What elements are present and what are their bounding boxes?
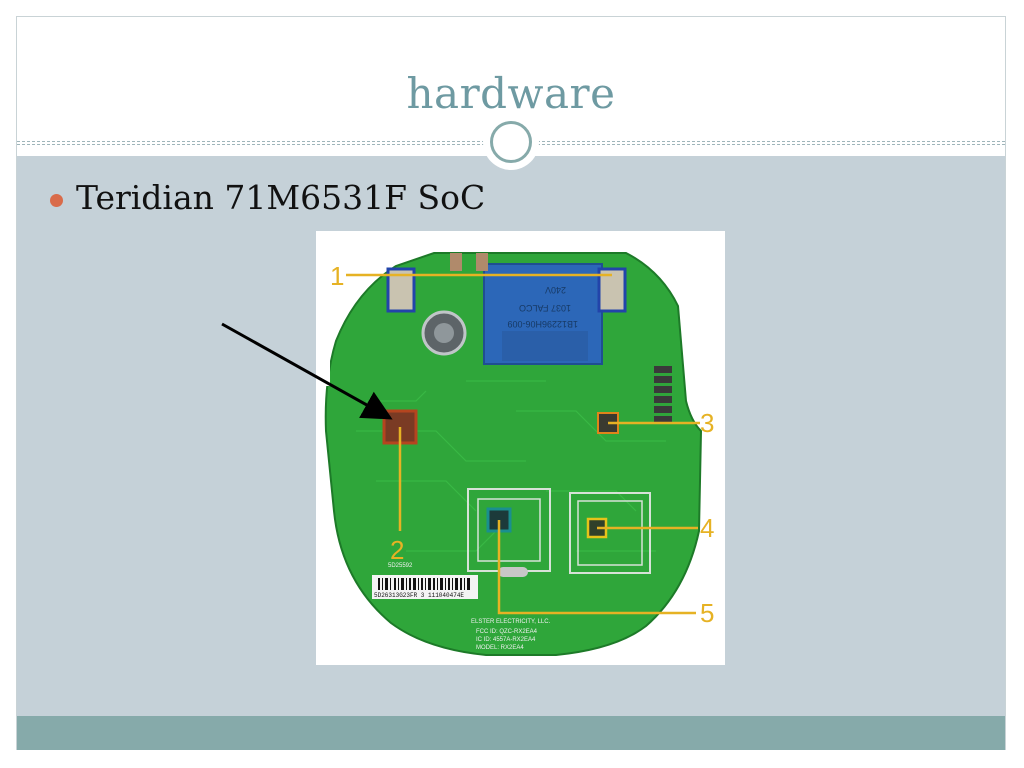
ornament-ring <box>490 121 532 163</box>
callout-4: 4 <box>700 513 714 543</box>
title-circle-ornament <box>483 114 539 170</box>
component-top-2 <box>476 253 488 271</box>
bullet-text: Teridian 71M6531F SoC <box>76 178 486 217</box>
ic-id: IC ID: 4557A-RX2EA4 <box>476 637 536 643</box>
crystal <box>498 567 528 577</box>
transformer-text-2: 1037 FALCO <box>519 303 571 313</box>
callout-5: 5 <box>700 598 714 628</box>
rf-shield-right-inner <box>577 500 643 566</box>
rf-shield-right <box>569 492 651 574</box>
callout-lines <box>346 273 700 615</box>
callout-1: 1 <box>330 261 344 291</box>
pcb-traces <box>356 380 666 552</box>
callout-2: 2 <box>390 535 404 565</box>
circuit-board-image: 240V 1037 FALCO 1B12296H06-009 <box>316 252 714 656</box>
barcode-bars <box>378 578 470 590</box>
component-top-1 <box>450 253 462 271</box>
model-label: MODEL: RX2EA4 <box>476 645 524 651</box>
callout-3: 3 <box>700 408 714 438</box>
barcode-text: 5D26313G23FR 3 111040474E <box>374 592 464 599</box>
bullet-dot <box>50 194 63 207</box>
footer-band <box>17 716 1005 750</box>
board-code: 5D25592 <box>388 563 413 569</box>
manufacturer-label: ELSTER ELECTRICITY, LLC. <box>471 619 551 625</box>
transformer-text-3: 1B12296H06-009 <box>507 319 578 329</box>
pin-header <box>654 366 672 423</box>
capacitor-top <box>434 323 454 343</box>
circuit-board-photo: 240V 1037 FALCO 1B12296H06-009 <box>316 231 725 665</box>
slide-title: hardware <box>406 69 616 118</box>
transformer-text-1: 240V <box>545 285 566 295</box>
fcc-id: FCC ID: QZC-RX2EA4 <box>476 629 538 635</box>
rf-shield-left-inner <box>477 498 541 562</box>
transformer-base <box>502 331 588 361</box>
board-notch <box>316 326 330 386</box>
